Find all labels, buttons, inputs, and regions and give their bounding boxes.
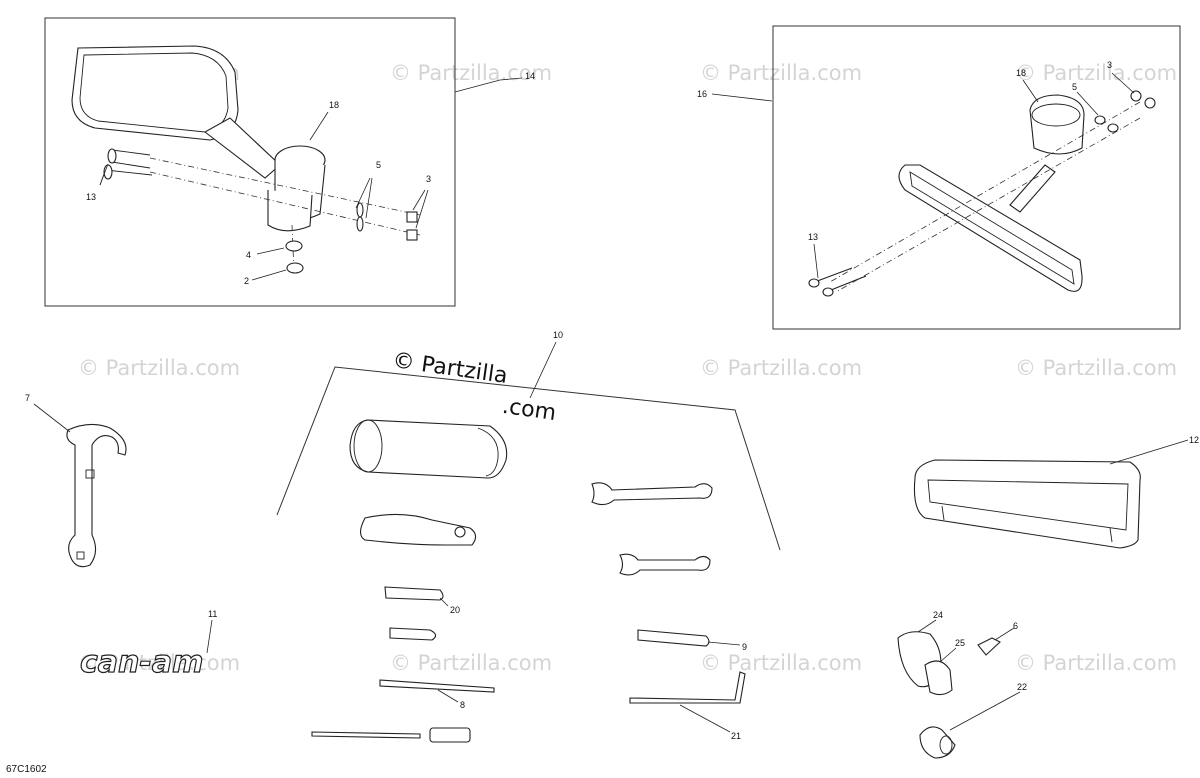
can-am-logo: can-am <box>80 645 203 680</box>
callout-12: 12 <box>1189 435 1199 445</box>
main-watermark-line1: © Partzilla <box>391 348 509 389</box>
kit-frame <box>772 25 1181 330</box>
diagram-code: 67C1602 <box>6 764 47 775</box>
screwdriver[interactable] <box>311 727 471 743</box>
callout-9: 9 <box>742 642 747 652</box>
side-mirror-kit-box: 14 18 5 3 13 4 2 <box>44 17 535 307</box>
watermark-text: © Partzilla.com <box>1015 61 1177 85</box>
callout-21: 21 <box>731 731 741 741</box>
main-watermark-line2: .com <box>501 394 558 426</box>
watermark-text: © Partzilla.com <box>700 651 862 675</box>
callout-20: 20 <box>450 605 460 615</box>
callout-18: 18 <box>1016 68 1026 78</box>
watermark-text: © Partzilla.com <box>700 356 862 380</box>
rear-view-mirror[interactable] <box>898 164 1083 292</box>
watermark-text: © Partzilla.com <box>700 61 862 85</box>
watermark-text: © Partzilla.com <box>78 651 240 675</box>
callout-8: 8 <box>460 700 465 710</box>
callout-5: 5 <box>376 160 381 170</box>
watermark-text: © Partzilla.com <box>1015 356 1177 380</box>
small-wrench-part-20[interactable]: 20 <box>384 586 460 615</box>
watermark-layer: © Partzilla.com © Partzilla.com © Partzi… <box>78 61 1177 675</box>
watermark-text: © Partzilla.com <box>390 651 552 675</box>
rear-view-mirror-kit-box: 16 18 5 3 13 <box>697 25 1181 330</box>
kit-frame <box>44 17 456 307</box>
callout-6: 6 <box>1013 621 1018 631</box>
callout-13: 13 <box>808 232 818 242</box>
watermark-text: © Partzilla.com <box>78 356 240 380</box>
hex-key-part-21[interactable]: 21 <box>629 671 746 741</box>
callout-16: 16 <box>697 89 707 99</box>
socket-adapter[interactable] <box>389 627 437 641</box>
callout-25: 25 <box>955 638 965 648</box>
callout-14: 14 <box>525 71 535 81</box>
callout-13: 13 <box>86 192 96 202</box>
callout-5: 5 <box>1072 82 1077 92</box>
side-mirror-head[interactable] <box>71 45 239 141</box>
open-end-wrench-small[interactable] <box>619 553 711 576</box>
callout-4: 4 <box>246 250 251 260</box>
storage-bin-part-12[interactable]: 12 <box>913 435 1199 549</box>
mirror-arm <box>204 117 281 179</box>
callout-11: 11 <box>208 609 217 619</box>
extension-bar-part-8[interactable]: 8 <box>379 679 495 710</box>
callout-18: 18 <box>329 100 339 110</box>
pliers[interactable] <box>359 513 477 546</box>
connector-part-25[interactable]: 25 <box>924 638 965 696</box>
can-am-decal-part-11[interactable]: 11 can-am <box>79 609 217 681</box>
callout-3: 3 <box>1107 60 1112 70</box>
tool-kit-part-10: 10 20 <box>276 330 781 743</box>
callout-22: 22 <box>1017 682 1027 692</box>
tube-wrench-part-9[interactable]: 9 <box>637 629 747 652</box>
watermark-text: © Partzilla.com <box>1015 651 1177 675</box>
rear-mirror-clamp[interactable] <box>1029 94 1085 155</box>
callout-3: 3 <box>426 174 431 184</box>
callout-10: 10 <box>553 330 563 340</box>
callout-24: 24 <box>933 610 943 620</box>
tool-bag[interactable] <box>349 419 508 479</box>
callout-7: 7 <box>25 393 30 403</box>
watermark-text: © Partzilla.com <box>390 61 552 85</box>
callout-2: 2 <box>244 276 249 286</box>
clip-part-6[interactable]: 6 <box>977 621 1018 656</box>
spanner-wrench-part-7[interactable]: 7 <box>25 393 127 568</box>
open-end-wrench-large[interactable] <box>591 482 713 506</box>
cap-part-22[interactable]: 22 <box>919 682 1027 759</box>
